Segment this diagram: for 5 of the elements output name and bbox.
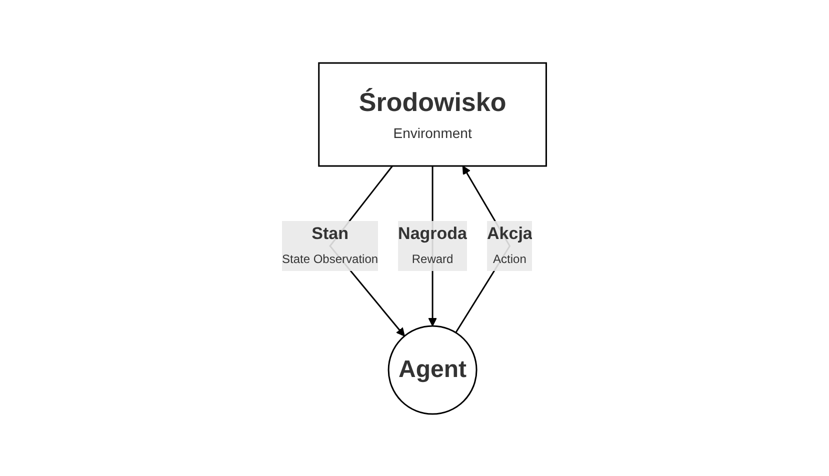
- edge-label: Akcja Action: [487, 223, 533, 266]
- node-circle: Agent: [388, 324, 478, 414]
- edge-label: Stan State Observation: [282, 223, 378, 266]
- edge-label: Nagroda Reward: [398, 223, 468, 266]
- node-box: Środowisko Environment: [318, 62, 548, 166]
